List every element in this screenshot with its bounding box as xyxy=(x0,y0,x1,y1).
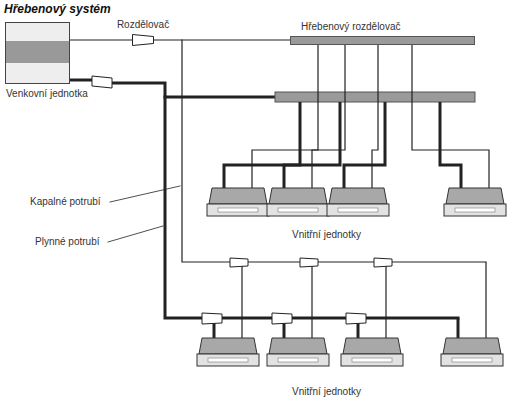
branch-joint xyxy=(346,313,366,324)
indoor-unit xyxy=(207,188,269,216)
liquid-pipe xyxy=(70,39,132,40)
indoor-unit xyxy=(197,338,259,366)
pipe-label: Kapalné potrubí xyxy=(30,196,101,208)
gas-pipe xyxy=(440,102,461,188)
leader-line xyxy=(108,226,163,242)
indoor-unit xyxy=(444,188,506,216)
liquid-pipe xyxy=(311,262,312,338)
title: Hřebenový systém xyxy=(4,2,111,17)
branch-joint xyxy=(374,258,392,267)
gas-pipe xyxy=(344,102,385,188)
branch-joint xyxy=(92,76,112,88)
node-label: Hřebenový rozdělovač xyxy=(301,21,401,33)
branch-joint: Rozdělovač xyxy=(132,34,154,46)
branch-joint xyxy=(300,258,318,267)
outdoor-unit: Venkovní jednotka xyxy=(5,22,70,84)
indoor-unit xyxy=(441,338,503,366)
liquid-pipe xyxy=(182,40,486,262)
indoor-unit xyxy=(267,338,329,366)
gas-pipe xyxy=(70,79,92,82)
indoor-unit xyxy=(341,338,403,366)
gas-pipe xyxy=(112,83,275,97)
branch-joint xyxy=(202,313,222,324)
joint-shape xyxy=(132,34,154,46)
unit-band xyxy=(6,41,69,63)
node-label: Venkovní jednotka xyxy=(6,88,88,100)
indoor-unit xyxy=(327,188,389,216)
liquid-pipe xyxy=(485,262,486,338)
header-manifold: Hřebenový rozdělovač xyxy=(290,36,475,45)
leader-line xyxy=(110,186,180,202)
group-label: Vnitřní jednotky xyxy=(292,386,361,398)
liquid-pipe xyxy=(241,262,242,338)
branch-joint xyxy=(230,258,248,267)
liquid-pipe xyxy=(372,45,378,188)
indoor-unit xyxy=(267,188,329,216)
gas-pipe xyxy=(284,102,340,188)
liquid-pipe xyxy=(385,262,386,338)
gas-pipe xyxy=(457,318,460,338)
node-label: Rozdělovač xyxy=(117,19,169,31)
liquid-pipe xyxy=(154,39,290,40)
pipe-label: Plynné potrubí xyxy=(35,236,100,248)
branch-joint xyxy=(272,313,292,324)
header-manifold xyxy=(275,92,475,102)
group-label: Vnitřní jednotky xyxy=(292,229,361,241)
liquid-pipe xyxy=(412,45,489,188)
gas-pipe xyxy=(224,102,300,188)
